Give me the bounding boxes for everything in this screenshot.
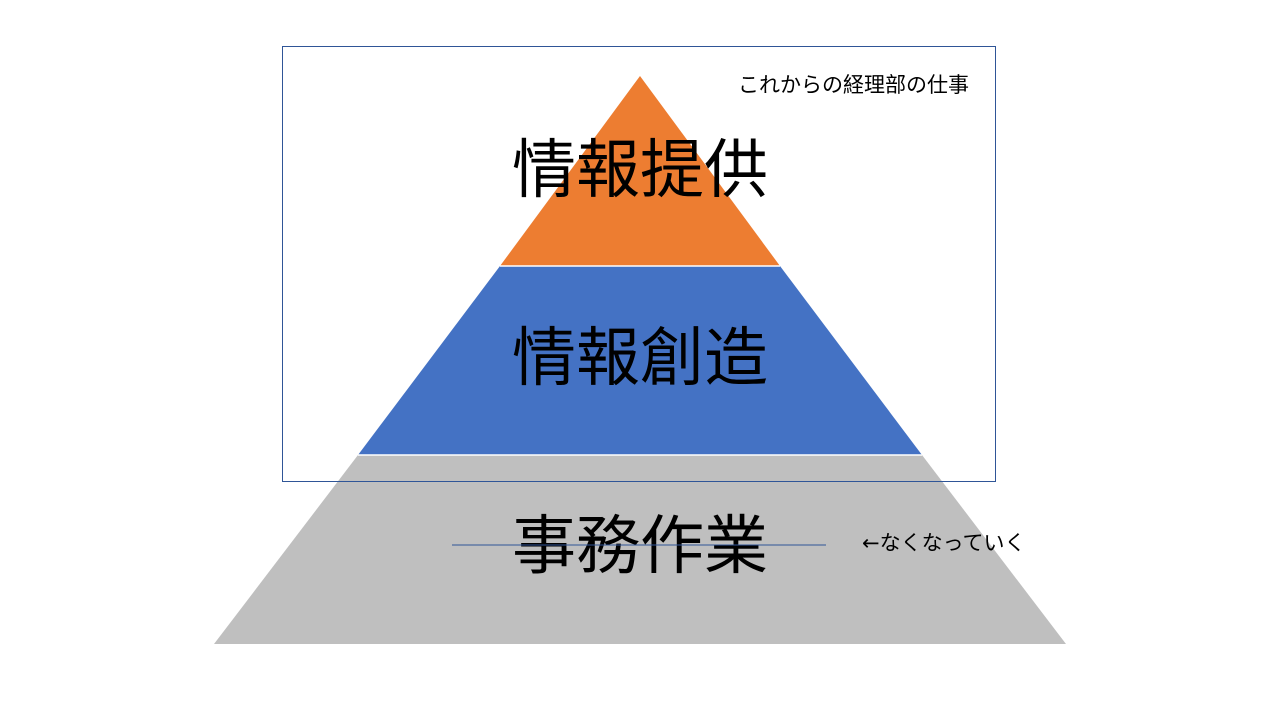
pyramid-tier-bottom: [214, 455, 1066, 644]
frame-label: これからの経理部の仕事: [738, 73, 969, 97]
tier-label-top: 情報提供: [512, 134, 768, 208]
pyramid-tier-middle: [358, 266, 922, 455]
future-work-frame: [282, 46, 996, 482]
tier-label-bottom: 事務作業: [512, 510, 768, 584]
tier-label-middle: 情報創造: [512, 322, 768, 396]
pyramid-tier-top: [500, 76, 780, 266]
side-note: ←なくなっていく: [862, 531, 1026, 555]
